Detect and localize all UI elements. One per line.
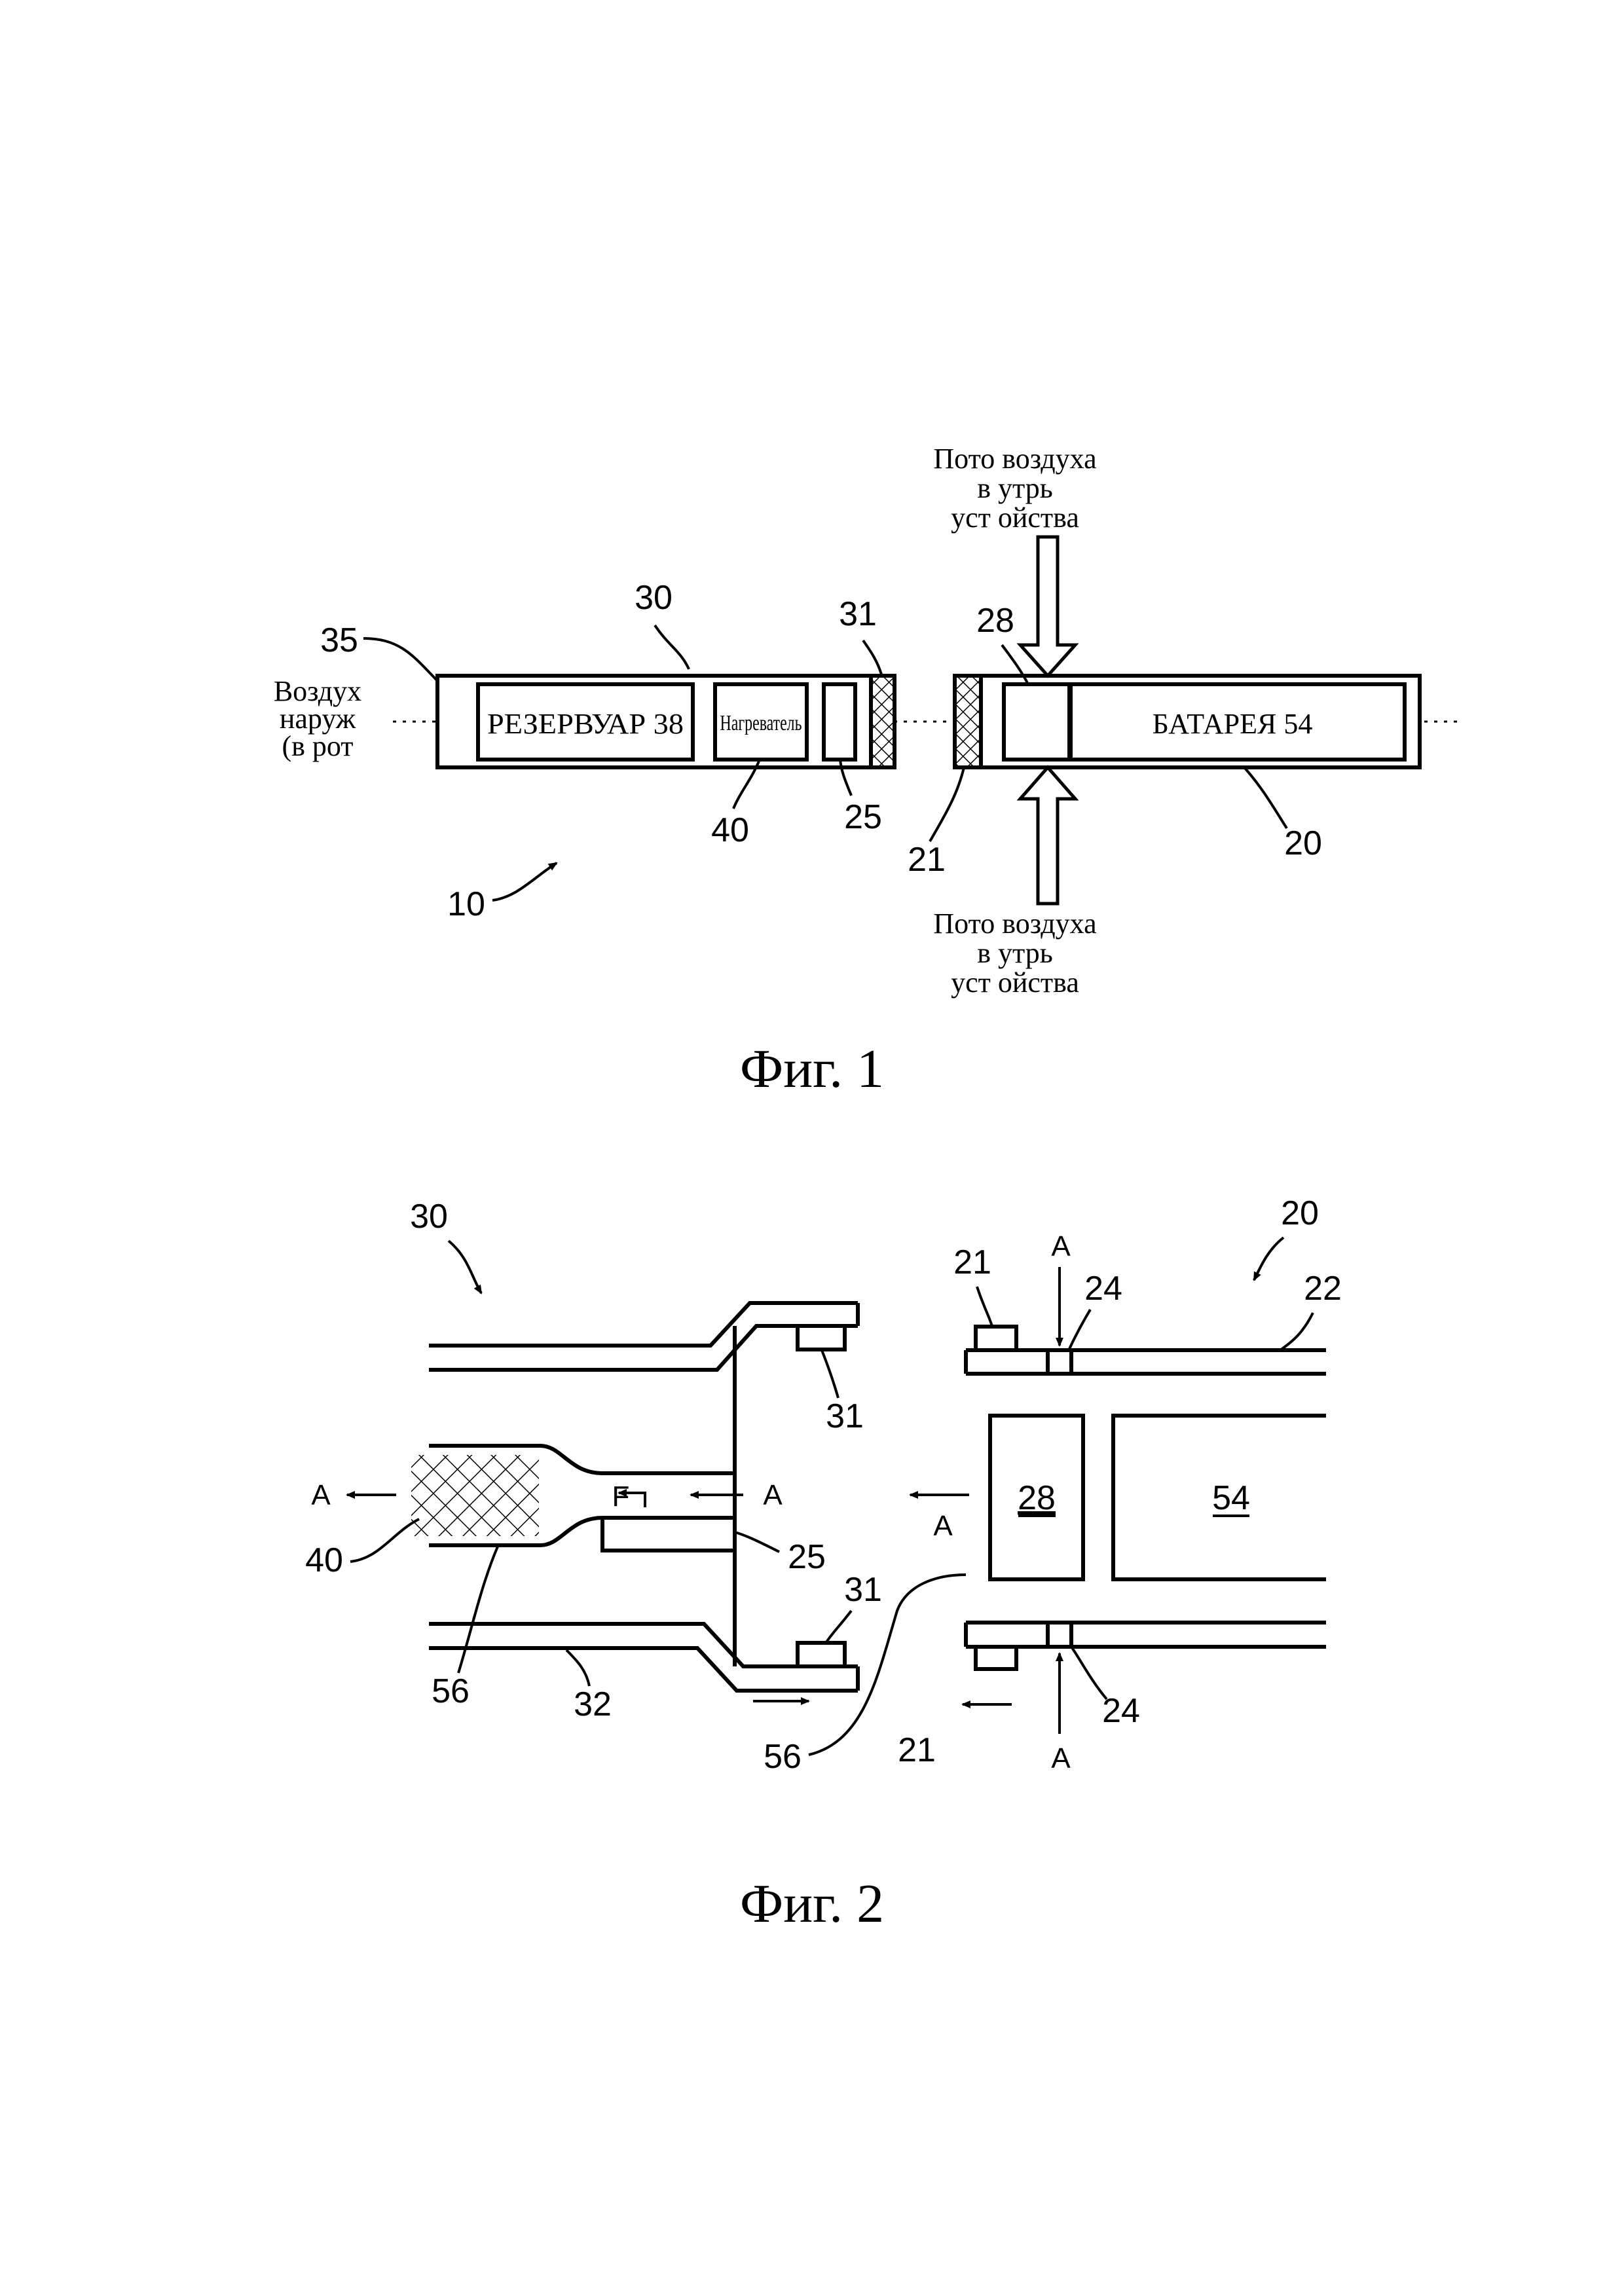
svg-text:в утрь: в утрь [977,937,1053,969]
fig2-connector-31-bottom [798,1643,845,1666]
fig2-ref-32: 32 [574,1685,612,1723]
fig2-ref-21-top: 21 [953,1243,991,1281]
fig2-ref-31-bottom: 31 [844,1571,882,1609]
fig2-ref-56-left: 56 [432,1672,470,1710]
fig2-leader-22 [1280,1313,1313,1350]
fig2-ref-25: 25 [788,1538,826,1576]
fig2-leader-40 [350,1519,419,1562]
hollow-flow-arrow-bottom-icon [1020,767,1075,904]
fig1-air-outflow-label: Воздух наруж (в рот [274,675,361,762]
fig2-flow-A-bottom: A [1051,1742,1071,1774]
fig2-leader-24-bottom [1071,1647,1107,1699]
fig1-ref-31: 31 [839,595,877,633]
fig1-leader-35 [363,638,437,681]
fig2-caption: Фиг. 2 [740,1873,884,1934]
fig2-flow-A-mid: A [763,1479,783,1511]
fig1-heater-label: Нагреватель [720,711,802,735]
fig2-ref-20: 20 [1281,1194,1319,1232]
fig1-reservoir-label: РЕЗЕРВУАР 38 [487,708,684,740]
fig1-ref-28: 28 [976,602,1014,640]
fig2-device-wall-top [966,1350,1326,1374]
crosshatch-filter-icon [411,1455,539,1536]
fig2-connector-21-bottom [976,1647,1016,1669]
fig2-leader-31-bottom [826,1611,851,1642]
fig2-ref-31-top: 31 [826,1397,864,1435]
fig2-element-25-outline [602,1518,735,1551]
fig2-leader-31-top [822,1350,838,1398]
fig1-ref-25: 25 [844,798,882,836]
fig1-air-inflow-top: Пото воздуха в утрь уст ойства [933,443,1096,534]
svg-text:уст ойства: уст ойства [951,966,1079,999]
fig1-element-25 [824,684,855,760]
fig1-ref-30: 30 [635,579,673,617]
fig2-ref-40: 40 [305,1541,343,1579]
fig1-connector-21 [955,676,981,767]
hollow-flow-arrow-top-icon [1020,537,1075,676]
figure-2: 28 54 A F A A A A 30 20 21 24 22 31 31 [305,1194,1342,1934]
fig2-leader-32 [566,1650,589,1686]
fig2-connector-21-top [976,1327,1016,1350]
fig2-leader-21-top [977,1287,992,1326]
fig2-ref-24-bottom: 24 [1102,1692,1140,1730]
fig1-ref-35: 35 [320,621,358,659]
fig1-ref-10: 10 [447,885,485,923]
fig2-flow-A-out: A [311,1479,331,1511]
curved-leader-arrow-icon [492,863,557,900]
svg-text:(в рот: (в рот [282,730,353,762]
fig2-outer-wall-bottom-b [429,1648,858,1691]
fig1-leader-21 [930,767,964,841]
fig2-aperture-24-bottom [1048,1623,1071,1647]
fig2-leader-30 [449,1241,481,1293]
svg-text:Пото воздуха: Пото воздуха [933,908,1096,940]
fig2-aperture-24-top [1048,1350,1071,1374]
fig2-ref-30: 30 [410,1198,448,1236]
fig2-connector-31-top [798,1326,845,1349]
fig1-ref-21: 21 [908,841,946,879]
fig2-leader-24-top [1069,1310,1090,1350]
fig2-outer-wall-bottom-a [429,1624,858,1666]
fig1-leader-20 [1244,767,1287,828]
fig1-ref-40: 40 [711,811,749,849]
fig1-air-inflow-bottom: Пото воздуха в утрь уст ойства [933,908,1096,999]
fig2-flow-A-device: A [933,1510,953,1542]
svg-text:уст ойства: уст ойства [951,502,1079,534]
fig2-ref-21-bottom: 21 [898,1731,936,1769]
fig2-leader-20 [1254,1238,1283,1280]
svg-text:в утрь: в утрь [977,472,1053,504]
fig2-label-28: 28 [1018,1479,1056,1517]
fig2-ref-24-top: 24 [1084,1270,1122,1308]
fig2-outer-wall-top-b [429,1326,858,1370]
svg-text:Пото воздуха: Пото воздуха [933,443,1096,475]
fig2-flow-F: F [612,1480,630,1513]
fig1-battery-label: БАТАРЕЯ 54 [1153,708,1313,740]
fig2-label-54: 54 [1212,1479,1250,1517]
fig2-ref-22: 22 [1304,1270,1342,1308]
fig1-leader-30 [655,625,689,669]
figure-1: РЕЗЕРВУАР 38 Нагреватель БАТАРЕЯ 54 Пото… [274,443,1457,1099]
fig2-ref-56-bottom: 56 [764,1738,802,1776]
fig2-flow-A-top: A [1051,1230,1071,1262]
fig1-element-28 [1004,684,1069,760]
fig2-leader-25 [735,1532,779,1552]
fig2-device-wall-bottom [966,1623,1326,1647]
fig2-leader-56-left [458,1547,498,1673]
fig1-leader-31 [863,640,881,674]
fig1-caption: Фиг. 1 [740,1038,884,1099]
fig1-connector-31 [871,676,895,767]
fig1-ref-20: 20 [1284,824,1322,862]
